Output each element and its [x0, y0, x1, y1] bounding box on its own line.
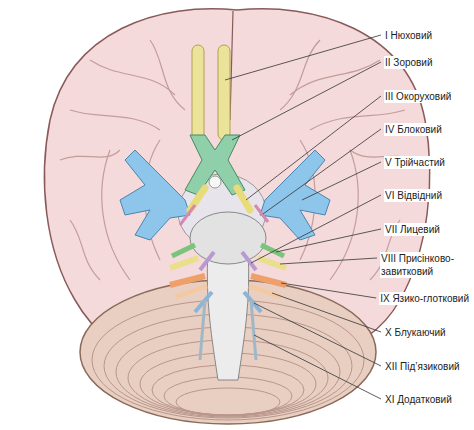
leader-line [232, 62, 381, 140]
leader-line [254, 335, 381, 399]
nerve-label: VIII Присінково- завитковий [380, 252, 470, 278]
leader-line [254, 303, 381, 366]
leader-line [225, 35, 381, 80]
nerve-label: X Блукаючий [384, 326, 447, 339]
nerve-label: IV Блоковий [384, 123, 443, 136]
leader-line [281, 283, 376, 298]
leader-line [302, 162, 381, 200]
nerve-label: III Окоруховий [384, 90, 452, 103]
nerve-label: XI Додатковий [384, 393, 453, 406]
leader-line [263, 129, 381, 214]
nerve-label: II Зоровий [384, 56, 434, 69]
nerve-label: XII Під’язиковий [384, 360, 461, 373]
nerve-label: VI Відвідний [384, 189, 443, 202]
leader-line [272, 293, 381, 332]
nerve-label: IX Язико-глотковий [379, 292, 470, 305]
nerve-label: I Нюховий [384, 29, 433, 42]
leader-line [251, 195, 381, 263]
leader-line [246, 96, 381, 200]
nerve-label: V Трійчастий [384, 156, 446, 169]
nerve-label: VII Лицевий [384, 223, 441, 236]
leader-line [280, 258, 377, 264]
leader-line [276, 229, 381, 252]
